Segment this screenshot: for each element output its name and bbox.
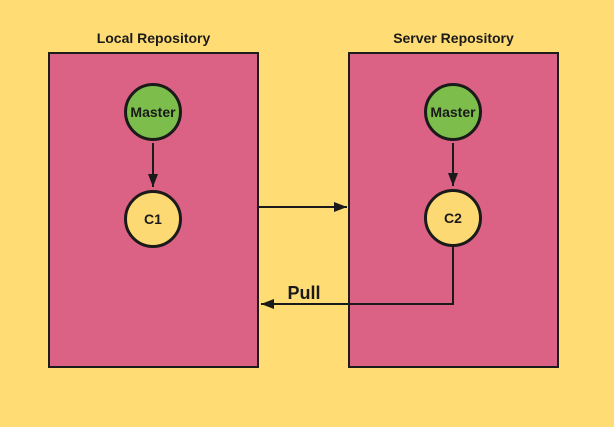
- local-commit-node: C1: [124, 190, 182, 248]
- server-master-label: Master: [430, 104, 476, 120]
- pull-arrow-label: Pull: [287, 283, 321, 303]
- local-repository-title: Local Repository: [96, 30, 211, 46]
- local-commit-label: C1: [144, 211, 162, 227]
- server-commit-node: C2: [424, 189, 482, 247]
- local-master-node: Master: [124, 83, 182, 141]
- server-master-node: Master: [424, 83, 482, 141]
- server-repository-title: Server Repository: [393, 30, 514, 46]
- local-master-label: Master: [130, 104, 176, 120]
- server-commit-label: C2: [444, 210, 462, 226]
